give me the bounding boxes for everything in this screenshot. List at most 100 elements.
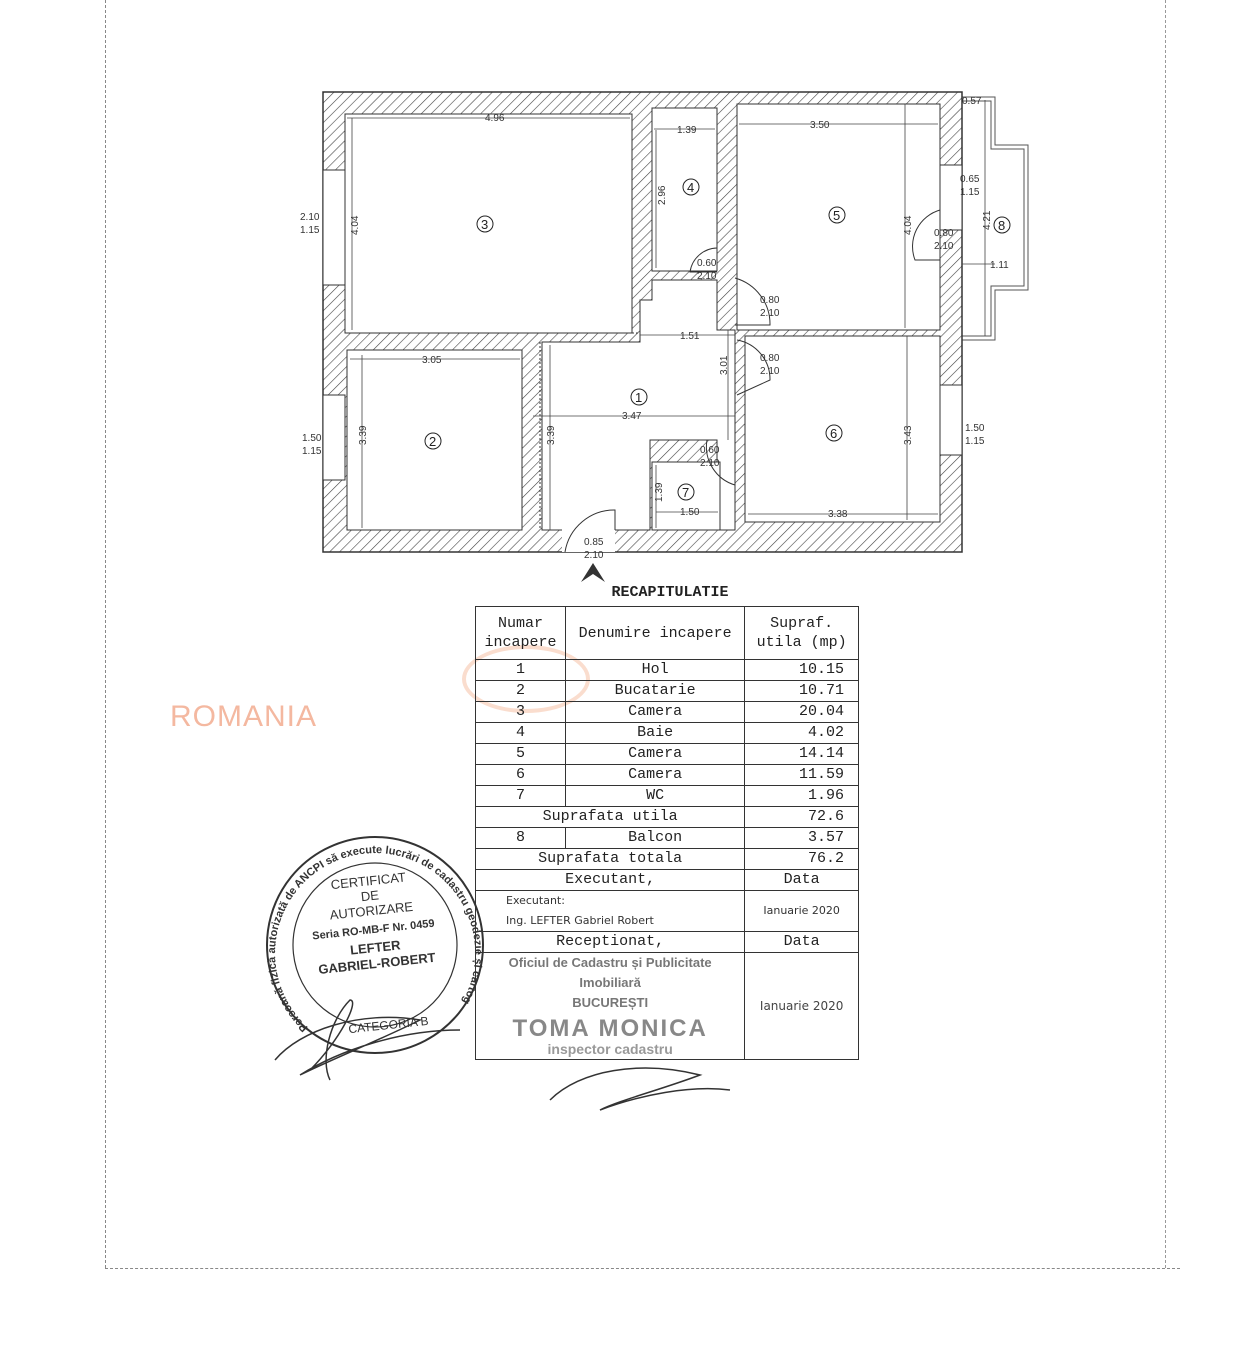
row-name: Baie bbox=[564, 722, 746, 744]
dim-hall-door-h: 2.10 bbox=[760, 308, 780, 319]
dimension-lines bbox=[347, 100, 995, 530]
executant-cell: Executant: Ing. LEFTER Gabriel Robert bbox=[474, 890, 746, 932]
row-area: 20.04 bbox=[744, 701, 859, 723]
row-num: 1 bbox=[475, 659, 566, 681]
inspector-title: inspector cadastru bbox=[547, 1041, 673, 1057]
table-header: Numar incapere Denumire incapere Supraf.… bbox=[475, 606, 859, 660]
received-label: Receptionat, bbox=[474, 931, 746, 953]
dim-hall-height: 3.01 bbox=[719, 355, 730, 375]
dim-r5-window-w: 0.65 bbox=[960, 174, 980, 185]
row-num: 7 bbox=[475, 785, 566, 807]
room-number-6: 6 bbox=[830, 426, 837, 441]
svg-text:DE: DE bbox=[360, 887, 380, 904]
row-name: Hol bbox=[564, 659, 746, 681]
dim-entry-door-h: 2.10 bbox=[584, 550, 604, 561]
page-border-bottom bbox=[105, 1268, 1180, 1269]
room-number-8: 8 bbox=[998, 218, 1005, 233]
dim-r7-width: 1.50 bbox=[680, 507, 700, 518]
row-name: Camera bbox=[564, 701, 746, 723]
received-stamp: Oficiul de Cadastru și Publicitate Imobi… bbox=[474, 952, 746, 1060]
room-number-2: 2 bbox=[429, 434, 436, 449]
dim-r5-door-w: 0.80 bbox=[934, 228, 954, 239]
receiver-signature bbox=[549, 1067, 731, 1111]
dim-r5-width: 3.50 bbox=[810, 120, 830, 131]
row-num: 3 bbox=[475, 701, 566, 723]
executant-body: Executant:Ing. LEFTER Gabriel Robert Ian… bbox=[474, 890, 859, 932]
recap-table: Numar incapere Denumire incapere Supraf.… bbox=[474, 606, 859, 1060]
row-area: 1.96 bbox=[744, 785, 859, 807]
watermark-text: ROMANIA bbox=[170, 700, 318, 733]
dim-r7-height: 1.39 bbox=[654, 482, 665, 502]
room-7-floor bbox=[651, 461, 721, 531]
row-area: 3.57 bbox=[744, 827, 859, 849]
date-label: Data bbox=[744, 869, 859, 891]
row-num: 5 bbox=[475, 743, 566, 765]
room-2-floor bbox=[346, 349, 523, 531]
row-name: Balcon bbox=[564, 827, 746, 849]
windows bbox=[322, 164, 963, 481]
dim-r4-width: 1.39 bbox=[677, 125, 697, 136]
page-border-right bbox=[1165, 0, 1166, 1268]
dim-r2-width: 3.05 bbox=[422, 355, 442, 366]
dim-r6-door-h: 2.10 bbox=[760, 366, 780, 377]
dim-hall-height2: 3.39 bbox=[546, 425, 557, 445]
row-area: 10.15 bbox=[744, 659, 859, 681]
received-body: Oficiul de Cadastru și Publicitate Imobi… bbox=[474, 952, 859, 1060]
row-area: 14.14 bbox=[744, 743, 859, 765]
executant-line1: Executant: bbox=[506, 894, 565, 907]
room-number-1: 1 bbox=[635, 390, 642, 405]
dim-r6-height: 3.43 bbox=[903, 425, 914, 445]
received-date: Ianuarie 2020 bbox=[744, 952, 859, 1060]
dim-hall-top: 1.51 bbox=[680, 331, 700, 342]
dim-r2-window-h: 1.15 bbox=[302, 446, 322, 457]
executant-header: Executant,Data bbox=[474, 869, 859, 891]
dim-r5-window-h: 1.15 bbox=[960, 187, 980, 198]
room-5-floor bbox=[736, 103, 941, 331]
room-4-floor bbox=[651, 107, 718, 272]
executant-label: Executant, bbox=[474, 869, 746, 891]
row-num: 2 bbox=[475, 680, 566, 702]
dim-hall-width: 3.47 bbox=[622, 411, 642, 422]
balcony-outline bbox=[962, 96, 1029, 341]
useful-area-value: 72.6 bbox=[744, 806, 859, 828]
room-number-7: 7 bbox=[682, 485, 689, 500]
dim-r7-door-w: 0.60 bbox=[700, 445, 720, 456]
executant-name: Ing. LEFTER Gabriel Robert bbox=[506, 914, 654, 927]
header-name: Denumire incapere bbox=[564, 606, 746, 660]
room-4-door-arc bbox=[689, 247, 718, 273]
dim-entry-door-w: 0.85 bbox=[584, 537, 604, 548]
office-city: BUCUREȘTI bbox=[572, 995, 649, 1010]
row-num: 6 bbox=[475, 764, 566, 786]
header-area: Supraf. utila (mp) bbox=[744, 606, 859, 660]
row-name: Camera bbox=[564, 764, 746, 786]
doors bbox=[539, 209, 941, 553]
total-area-label: Suprafata totala bbox=[474, 848, 746, 870]
header-number: Numar incapere bbox=[475, 606, 566, 660]
entry-door-arc bbox=[564, 509, 616, 553]
row-name: WC bbox=[564, 785, 746, 807]
dim-r2-height: 3.39 bbox=[358, 425, 369, 445]
dim-balcony-top: 0.57 bbox=[962, 96, 982, 107]
dim-r3-height: 4.04 bbox=[350, 215, 361, 235]
row-name: Bucatarie bbox=[564, 680, 746, 702]
room-7-door-arc bbox=[705, 439, 736, 486]
svg-text:AUTORIZARE: AUTORIZARE bbox=[329, 899, 414, 923]
dim-r2-window-w: 1.50 bbox=[302, 433, 322, 444]
room-6-door-arc bbox=[736, 339, 771, 396]
room-number-circles bbox=[424, 178, 1011, 501]
row-num: 8 bbox=[475, 827, 566, 849]
row-name: Camera bbox=[564, 743, 746, 765]
dim-r4-height: 2.96 bbox=[657, 185, 668, 205]
arrow-up-icon bbox=[581, 563, 605, 582]
dim-r6-window-w: 1.50 bbox=[965, 423, 985, 434]
room-number-5: 5 bbox=[833, 208, 840, 223]
dim-r3-window-h: 1.15 bbox=[300, 225, 320, 236]
signature bbox=[274, 999, 461, 1081]
room-3-floor bbox=[344, 113, 633, 334]
